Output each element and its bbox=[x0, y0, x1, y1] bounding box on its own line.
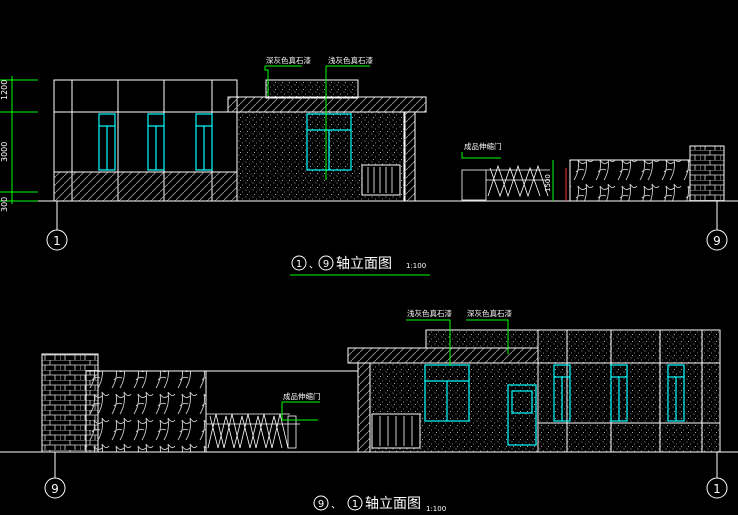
axis-bubble-9 bbox=[44, 477, 66, 499]
elevation-9-1: 成品伸缩门 bbox=[0, 308, 738, 513]
dim-1200: 1200 bbox=[0, 80, 9, 100]
axis-bubble-9 bbox=[706, 229, 728, 251]
svg-text:轴立面图: 轴立面图 bbox=[365, 496, 421, 512]
callout-leaders bbox=[264, 65, 501, 180]
brick-pillar bbox=[689, 145, 725, 202]
callout-sliding-gate: 成品伸缩门 bbox=[464, 141, 502, 151]
dim-3000: 3000 bbox=[0, 142, 9, 162]
dim-300: 300 bbox=[0, 197, 9, 212]
guardroom-window bbox=[424, 364, 470, 422]
guardroom-door bbox=[507, 384, 537, 446]
svg-text:9: 9 bbox=[318, 499, 324, 510]
callout-dark-grey-paint: 深灰色真石漆 bbox=[467, 308, 512, 318]
dimension-chain bbox=[0, 76, 38, 204]
radiator-fins bbox=[379, 416, 413, 446]
guardroom-top bbox=[265, 79, 359, 99]
svg-text:、: 、 bbox=[309, 260, 319, 271]
elevation-1-9: 1200 3000 300 bbox=[0, 55, 738, 276]
main-building bbox=[53, 79, 238, 202]
sliding-gate bbox=[206, 413, 300, 449]
axis-label-1: 1 bbox=[713, 482, 721, 496]
guardroom-window bbox=[306, 113, 352, 171]
svg-text:轴立面图: 轴立面图 bbox=[336, 256, 392, 272]
axis-label-1: 1 bbox=[53, 234, 61, 248]
radiator-fins bbox=[367, 167, 393, 193]
fence-planting bbox=[85, 370, 207, 453]
upper-windows bbox=[553, 364, 685, 422]
callout-dark-grey-paint: 深灰色真石漆 bbox=[266, 55, 311, 65]
gate-height-dim: 1500 bbox=[544, 174, 552, 192]
callout-light-grey-paint: 浅灰色真石漆 bbox=[407, 308, 452, 318]
callout-sliding-gate: 成品伸缩门 bbox=[283, 391, 321, 401]
svg-text:1:100: 1:100 bbox=[426, 505, 446, 513]
elevation-title-bottom: 9 、 1 轴立面图 1:100 bbox=[313, 495, 446, 513]
axis-label-9: 9 bbox=[51, 482, 59, 496]
svg-text:1: 1 bbox=[352, 499, 358, 510]
canopy-column bbox=[357, 362, 371, 453]
upper-windows bbox=[98, 113, 213, 171]
sliding-gate bbox=[461, 164, 550, 201]
svg-text:9: 9 bbox=[323, 259, 329, 270]
gate-leader bbox=[281, 401, 320, 421]
svg-text:、: 、 bbox=[331, 500, 341, 511]
callout-leaders bbox=[406, 319, 509, 366]
axis-bubble-1 bbox=[706, 477, 728, 499]
main-building bbox=[537, 329, 721, 453]
axis-label-9: 9 bbox=[713, 234, 721, 248]
fence-planting bbox=[569, 159, 691, 202]
elevation-title-top: 1 、 9 轴立面图 1:100 bbox=[290, 255, 430, 276]
axis-bubble-1 bbox=[46, 229, 68, 251]
callout-light-grey-paint: 浅灰色真石漆 bbox=[328, 55, 373, 65]
svg-text:1:100: 1:100 bbox=[406, 262, 426, 270]
guardroom-top bbox=[425, 329, 539, 349]
canopy bbox=[227, 96, 427, 113]
canopy-column bbox=[403, 111, 416, 202]
canopy bbox=[347, 347, 549, 364]
svg-text:1: 1 bbox=[296, 259, 302, 270]
